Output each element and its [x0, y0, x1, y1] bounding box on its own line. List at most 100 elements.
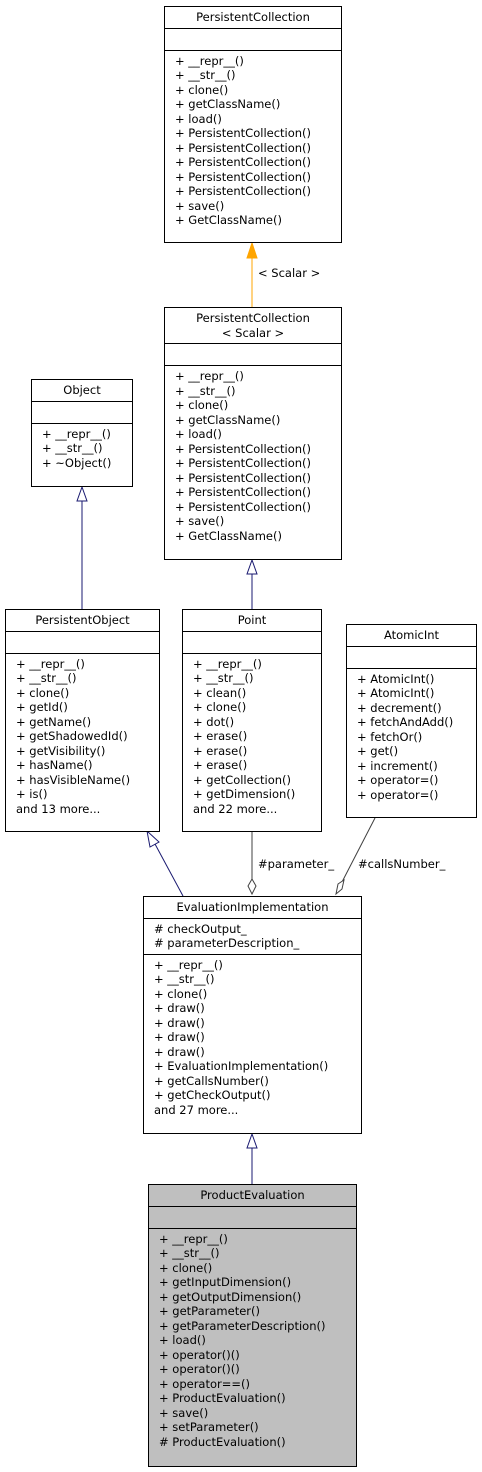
method-item: + getCallsNumber() — [154, 1073, 269, 1088]
method-item: + load() — [175, 111, 222, 126]
method-item: + GetClassName() — [175, 213, 282, 227]
class-product-evaluation[interactable]: ProductEvaluation + __repr__()+ __str__()… — [148, 1184, 357, 1467]
class-title: ProductEvaluation — [149, 1185, 356, 1206]
class-methods: + __repr__()+ __str__()+ clone()+ getInp… — [149, 1227, 356, 1453]
class-methods: + __repr__()+ __str__()+ ~Object() — [32, 422, 132, 474]
method-item: + operator=() — [357, 773, 439, 787]
aggregation-diamond-icon — [335, 878, 345, 896]
class-title: < Scalar > — [221, 325, 285, 340]
method-item: + clean() — [193, 685, 247, 700]
method-item: + setParameter() — [159, 1420, 259, 1434]
inherit-arrow-icon — [246, 558, 258, 575]
method-item: + PersistentCollection() — [175, 140, 312, 155]
method-item: + draw() — [154, 1044, 205, 1059]
inherit-arrow-icon — [76, 485, 88, 502]
method-item: + draw() — [154, 1030, 205, 1044]
method-item: + __str__() — [154, 972, 215, 986]
class-methods: + __repr__()+ __str__()+ clone()+ getId(… — [6, 652, 159, 820]
method-item: + PersistentCollection() — [175, 470, 312, 485]
method-item: + __repr__() — [193, 656, 262, 671]
method-item: + __str__() — [193, 671, 254, 685]
method-item: + is() — [16, 787, 48, 801]
class-persistent-object[interactable]: PersistentObject+ __repr__()+ __str__()+… — [5, 609, 160, 832]
method-item: and 27 more... — [154, 1102, 239, 1117]
template-edge-label: < Scalar > — [258, 266, 321, 280]
method-item: + load() — [175, 427, 222, 441]
method-item: + __repr__() — [159, 1231, 228, 1246]
method-item: + __str__() — [159, 1246, 220, 1260]
class-title: ProductEvaluation — [200, 1188, 305, 1202]
method-item: + __repr__() — [16, 656, 85, 671]
class-title: Point — [237, 613, 267, 627]
method-item: + erase() — [193, 758, 248, 772]
class-title: AtomicInt — [383, 628, 440, 642]
method-item: + save() — [175, 198, 225, 213]
method-item: + __str__() — [16, 671, 77, 685]
method-item: # ProductEvaluation() — [159, 1434, 286, 1449]
class-title: PersistentObject — [35, 613, 130, 627]
inherit-arrow-icon — [246, 1132, 258, 1149]
method-item: + get() — [357, 744, 399, 758]
class-point[interactable]: Point + __repr__()+ __str__()+ clean()+ c… — [182, 609, 322, 832]
class-title: EvaluationImplementation — [176, 900, 329, 914]
method-item: + getShadowedId() — [16, 729, 128, 743]
method-item: + fetchOr() — [357, 729, 423, 744]
method-item: + __str__() — [175, 68, 236, 82]
method-item: + ~Object() — [42, 455, 112, 470]
method-item: + clone() — [175, 398, 229, 412]
method-item: + __repr__() — [42, 426, 111, 441]
class-methods: + __repr__()+ __str__()+ clone()+ getCla… — [165, 365, 341, 546]
method-item: + __str__() — [175, 383, 236, 398]
class-title: AtomicInt — [347, 625, 476, 646]
method-item: + PersistentCollection() — [175, 126, 312, 140]
method-item: + getId() — [16, 700, 68, 714]
method-item: + getClassName() — [175, 97, 281, 111]
method-item: + load() — [159, 1333, 206, 1347]
class-persistent-collection-scalar[interactable]: PersistentCollection< Scalar > + __repr__… — [164, 307, 342, 560]
method-item: + fetchAndAdd() — [357, 715, 454, 729]
method-item: + __repr__() — [154, 957, 223, 972]
class-attributes: # checkOutput_# parameterDescription_ — [144, 917, 361, 954]
class-attributes — [165, 27, 341, 50]
class-attributes — [183, 630, 321, 653]
method-item: + clone() — [159, 1260, 213, 1275]
method-item: + hasVisibleName() — [16, 772, 131, 787]
class-atomic-int[interactable]: AtomicInt+ AtomicInt()+ AtomicInt()+ dec… — [346, 624, 477, 818]
method-item: + operator=() — [357, 787, 439, 802]
method-item: + clone() — [175, 82, 229, 97]
class-title: PersistentCollection — [196, 311, 310, 325]
class-title: PersistentObject — [6, 610, 159, 631]
class-title: PersistentCollection — [165, 7, 341, 28]
class-evaluation-implementation[interactable]: EvaluationImplementation # checkOutput_# … — [143, 896, 362, 1134]
class-title: Point — [183, 610, 321, 631]
method-item: + ProductEvaluation() — [159, 1391, 286, 1405]
class-methods: + __repr__()+ __str__()+ clone()+ draw()… — [144, 953, 361, 1121]
aggregation-edge-calls — [341, 817, 376, 883]
method-item: + getParameterDescription() — [159, 1318, 326, 1333]
method-item: + operator==() — [159, 1376, 250, 1391]
method-item: and 22 more... — [193, 801, 278, 816]
method-item: + draw() — [154, 1001, 205, 1015]
method-item: + clone() — [193, 700, 247, 714]
method-item: + PersistentCollection() — [175, 184, 312, 198]
method-item: + PersistentCollection() — [175, 485, 312, 499]
method-item: and 13 more... — [16, 801, 101, 816]
method-item: + clone() — [16, 685, 70, 700]
class-attributes — [165, 343, 341, 365]
method-item: + getCollection() — [193, 772, 292, 787]
template-arrow-icon — [246, 241, 258, 259]
method-item: + clone() — [154, 986, 208, 1001]
method-item: + save() — [175, 514, 225, 528]
inherit-edge-persistentobject — [154, 843, 184, 897]
method-item: + operator()() — [159, 1362, 240, 1376]
class-persistent-collection[interactable]: PersistentCollection+ __repr__()+ __str_… — [164, 6, 342, 243]
class-object[interactable]: Object + __repr__()+ __str__()+ ~Object() — [31, 379, 133, 487]
class-title: Object — [32, 380, 132, 401]
method-item: + getVisibility() — [16, 743, 106, 758]
method-item: + increment() — [357, 758, 438, 773]
class-attributes — [32, 400, 132, 423]
method-item: + AtomicInt() — [357, 686, 435, 700]
method-item: + GetClassName() — [175, 528, 282, 543]
class-title: EvaluationImplementation — [144, 897, 361, 918]
